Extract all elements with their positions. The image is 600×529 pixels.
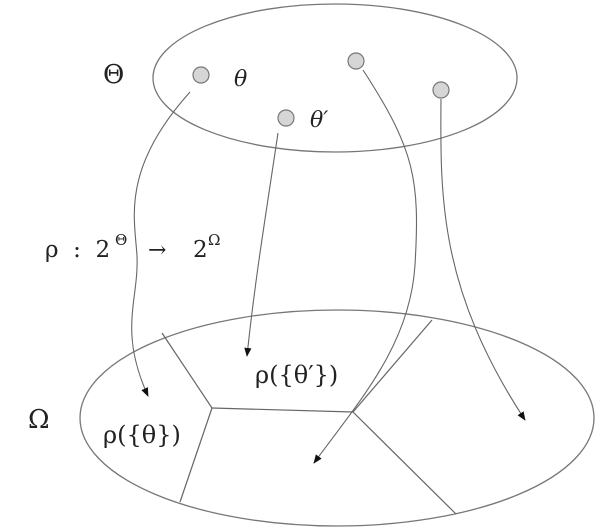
- partition-line: [211, 407, 354, 413]
- point-4: [432, 81, 450, 99]
- mapping-codomain-exponent: Ω: [208, 231, 220, 249]
- omega-partition: [161, 319, 457, 515]
- arrow-theta: [131, 91, 191, 397]
- omega-ellipse: [79, 309, 595, 527]
- partition-line: [352, 411, 457, 515]
- mapping-prefix: ρ : 2: [45, 237, 110, 263]
- partition-line: [179, 407, 213, 503]
- point-theta: [192, 66, 210, 84]
- arrow-theta-prime: [244, 132, 279, 357]
- cell-label-theta: ρ({θ}): [103, 421, 181, 449]
- point-theta-prime: [277, 109, 295, 127]
- arrow-point-4: [440, 98, 526, 421]
- omega-set-symbol: Ω: [28, 405, 50, 435]
- mapping-arrows: [131, 69, 526, 464]
- mapping-arrow: →: [148, 238, 166, 263]
- mapping-domain-exponent: Θ: [115, 231, 127, 249]
- theta-ellipse: [152, 3, 518, 153]
- mapping-codomain-base: 2: [193, 237, 208, 263]
- arrow-point-3: [313, 69, 418, 464]
- point-3: [347, 52, 365, 70]
- partition-line: [352, 319, 433, 413]
- theta-set-symbol: Θ: [103, 60, 124, 90]
- mapping-formula: ρ : 2 Θ → 2 Ω: [45, 231, 220, 263]
- point-label-theta: θ: [234, 67, 247, 92]
- point-label-theta-prime: θ′: [310, 108, 328, 133]
- partition-line: [161, 332, 213, 409]
- cell-label-theta-prime: ρ({θ′}): [255, 361, 338, 389]
